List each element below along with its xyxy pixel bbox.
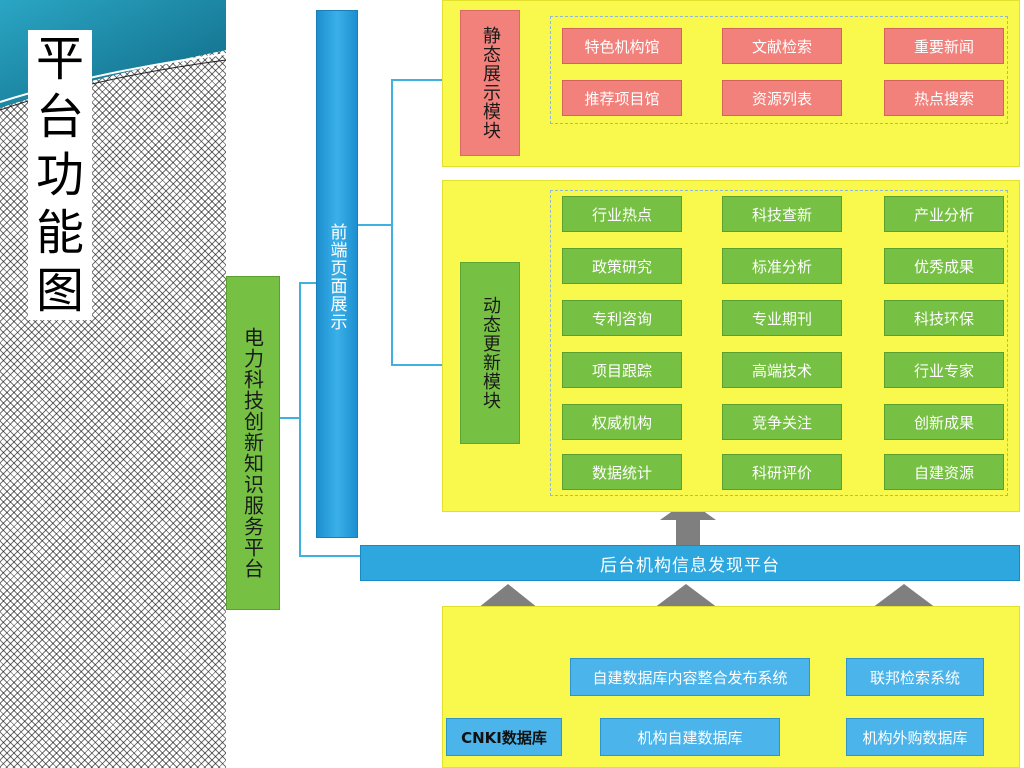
dynamic-item[interactable]: 科技查新 xyxy=(722,196,842,232)
dynamic-item[interactable]: 自建资源 xyxy=(884,454,1004,490)
page-title: 平台功能图 xyxy=(28,30,92,320)
dynamic-item[interactable]: 产业分析 xyxy=(884,196,1004,232)
cnki-database-box[interactable]: CNKI数据库 xyxy=(446,718,562,756)
dynamic-item[interactable]: 高端技术 xyxy=(722,352,842,388)
dynamic-item[interactable]: 优秀成果 xyxy=(884,248,1004,284)
dynamic-item[interactable]: 竞争关注 xyxy=(722,404,842,440)
main-platform-label: 电力科技创新知识服务平台 xyxy=(240,327,265,579)
dynamic-item[interactable]: 政策研究 xyxy=(562,248,682,284)
dynamic-module-label-box: 动态更新模块 xyxy=(460,262,520,444)
dynamic-item[interactable]: 数据统计 xyxy=(562,454,682,490)
front-display-label: 前端页面展示 xyxy=(326,223,347,331)
dynamic-item[interactable]: 行业专家 xyxy=(884,352,1004,388)
dynamic-item[interactable]: 权威机构 xyxy=(562,404,682,440)
static-item-hot-search[interactable]: 热点搜索 xyxy=(884,80,1004,116)
dynamic-item[interactable]: 创新成果 xyxy=(884,404,1004,440)
federated-search-box[interactable]: 联邦检索系统 xyxy=(846,658,984,696)
main-platform-bar: 电力科技创新知识服务平台 xyxy=(226,276,280,610)
publish-system-box[interactable]: 自建数据库内容整合发布系统 xyxy=(570,658,810,696)
self-built-database-box[interactable]: 机构自建数据库 xyxy=(600,718,780,756)
dynamic-module-label: 动态更新模块 xyxy=(480,296,501,410)
static-item-resource-list[interactable]: 资源列表 xyxy=(722,80,842,116)
static-item-important-news[interactable]: 重要新闻 xyxy=(884,28,1004,64)
static-item-featured-institutions[interactable]: 特色机构馆 xyxy=(562,28,682,64)
dynamic-item[interactable]: 项目跟踪 xyxy=(562,352,682,388)
static-items-group xyxy=(550,16,1008,124)
static-module-label: 静态展示模块 xyxy=(480,26,501,140)
dynamic-item[interactable]: 科研评价 xyxy=(722,454,842,490)
static-item-literature-search[interactable]: 文献检索 xyxy=(722,28,842,64)
dynamic-item[interactable]: 标准分析 xyxy=(722,248,842,284)
static-module-label-box: 静态展示模块 xyxy=(460,10,520,156)
dynamic-items-group xyxy=(550,190,1008,496)
dynamic-item[interactable]: 专利咨询 xyxy=(562,300,682,336)
front-display-bar: 前端页面展示 xyxy=(316,10,358,538)
static-item-recommended-projects[interactable]: 推荐项目馆 xyxy=(562,80,682,116)
backend-platform-bar[interactable]: 后台机构信息发现平台 xyxy=(360,545,1020,581)
dynamic-item[interactable]: 行业热点 xyxy=(562,196,682,232)
purchased-database-box[interactable]: 机构外购数据库 xyxy=(846,718,984,756)
dynamic-item[interactable]: 科技环保 xyxy=(884,300,1004,336)
dynamic-item[interactable]: 专业期刊 xyxy=(722,300,842,336)
